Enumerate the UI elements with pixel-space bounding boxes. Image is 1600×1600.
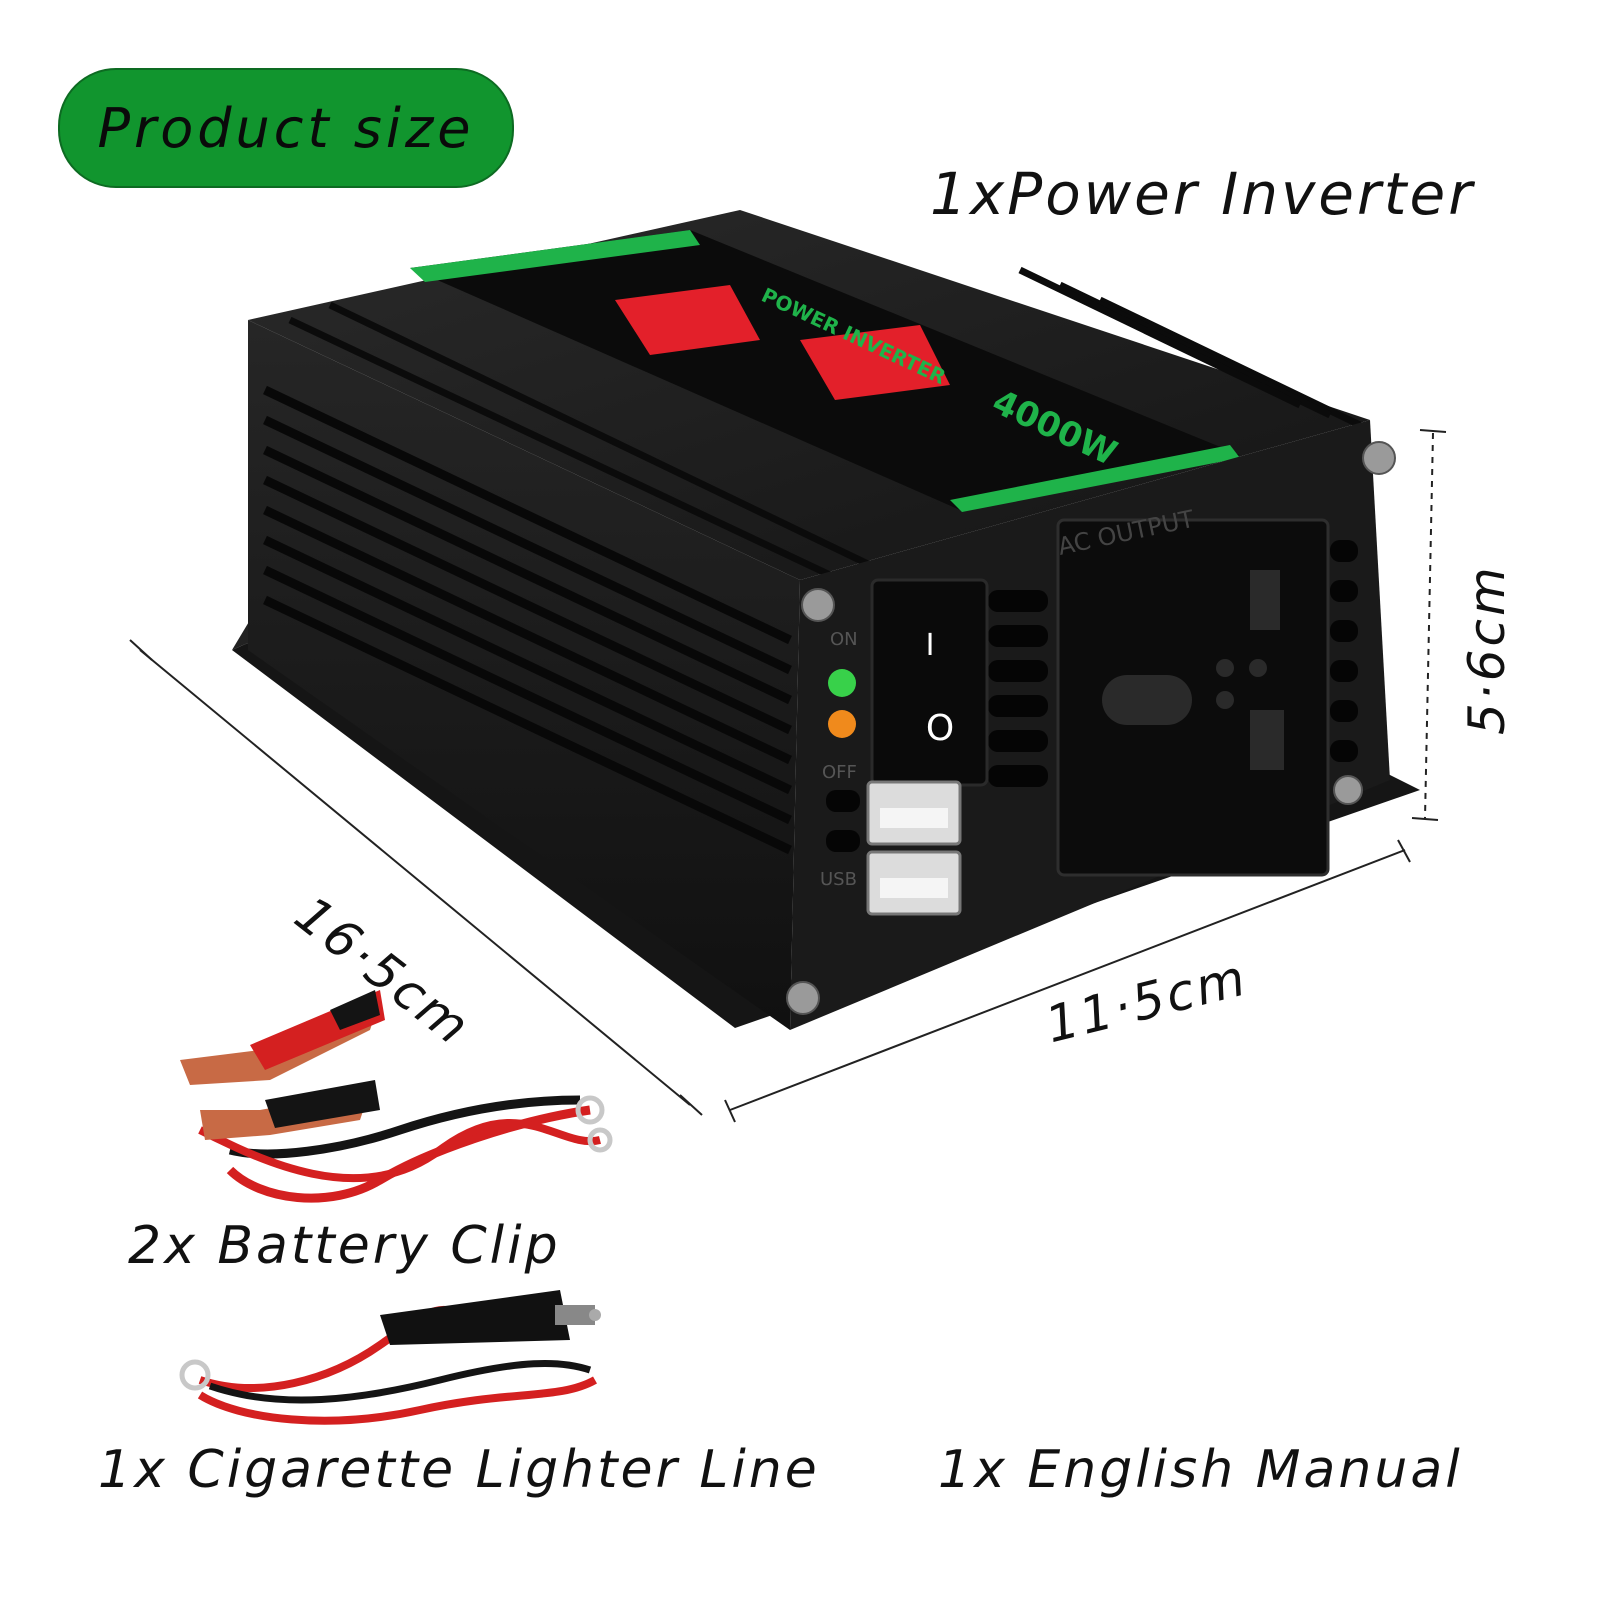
power-switch bbox=[870, 578, 989, 787]
green-stripe bbox=[410, 230, 700, 282]
battery-clip-image bbox=[180, 990, 613, 1203]
label-power-inverter: 1xPower Inverter bbox=[930, 160, 1476, 228]
cigarette-lighter-image bbox=[179, 1290, 601, 1425]
label-cigarette-lighter-line: 1x Cigarette Lighter Line bbox=[98, 1440, 820, 1500]
on-label: ON bbox=[830, 629, 858, 650]
on-led bbox=[828, 669, 856, 697]
display-voltage-in bbox=[615, 285, 760, 355]
off-label: OFF bbox=[822, 762, 857, 783]
switch-on-mark: I bbox=[926, 628, 935, 663]
switch-off-mark: O bbox=[926, 708, 954, 749]
dimension-height: 5·6cm bbox=[1458, 564, 1516, 735]
label-battery-clip: 2x Battery Clip bbox=[128, 1216, 561, 1276]
off-led bbox=[828, 710, 856, 738]
product-size-badge: Product size bbox=[58, 68, 514, 188]
screw-icon bbox=[786, 981, 820, 1015]
screw-icon bbox=[801, 588, 835, 622]
screw-icon bbox=[1333, 775, 1363, 805]
usb-label: USB bbox=[820, 869, 857, 890]
ac-outlet bbox=[1056, 518, 1330, 877]
screw-icon bbox=[1362, 441, 1396, 475]
green-stripe bbox=[950, 445, 1240, 512]
label-english-manual: 1x English Manual bbox=[938, 1440, 1463, 1500]
inverter-side-panel bbox=[248, 320, 800, 1030]
dimension-lines bbox=[129, 429, 1447, 1123]
badge-label: Product size bbox=[97, 96, 475, 160]
inverter-top-panel: POWER INVERTER 4000W bbox=[248, 210, 1370, 580]
display-voltage-out bbox=[800, 325, 950, 400]
inverter-front-panel: I O ON OFF USB AC OUTPUT bbox=[786, 420, 1396, 1030]
